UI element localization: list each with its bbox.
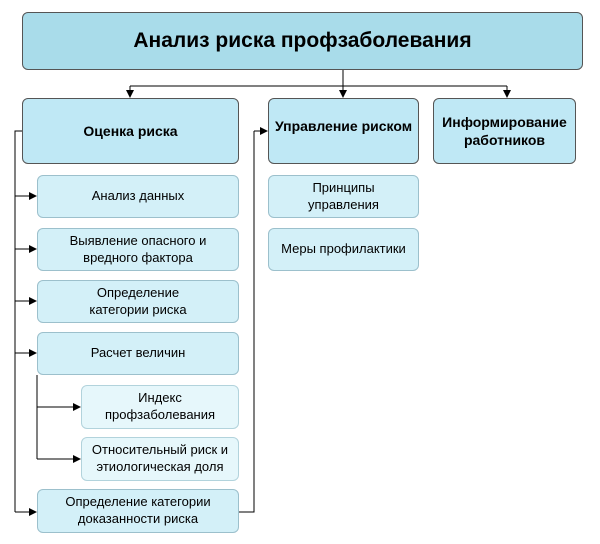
principles-item: Принципы управления xyxy=(268,175,419,218)
hazard-detection-item: Выявление опасного и вредного фактора xyxy=(37,228,239,271)
informing-header: Информирование работников xyxy=(433,98,576,164)
management-header: Управление риском xyxy=(268,98,419,164)
disease-index-item: Индекс профзаболевания xyxy=(81,385,239,429)
prevention-item: Меры профилактики xyxy=(268,228,419,271)
data-analysis-item: Анализ данных xyxy=(37,175,239,218)
title-connector xyxy=(130,70,507,87)
evidence-to-management-connector xyxy=(239,131,255,513)
risk-category-item: Определение категории риска xyxy=(37,280,239,323)
calculation-item: Расчет величин xyxy=(37,332,239,375)
assessment-header: Оценка риска xyxy=(22,98,239,164)
assessment-bracket xyxy=(14,130,37,512)
evidence-category-item: Определение категории доказанности риска xyxy=(37,489,239,533)
page-title: Анализ риска профзаболевания xyxy=(22,12,583,70)
relative-risk-item: Относительный риск и этиологическая доля xyxy=(81,437,239,481)
